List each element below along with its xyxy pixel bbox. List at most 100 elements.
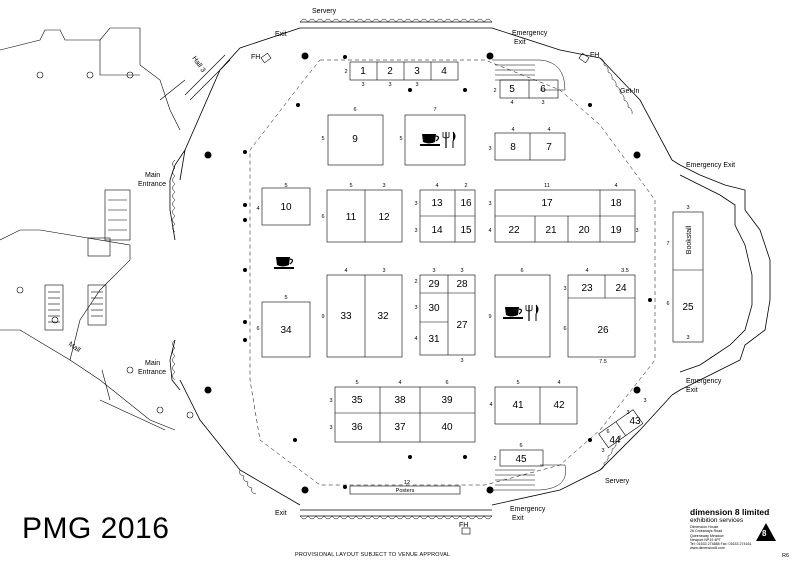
pillar-icon [301,52,309,60]
svg-text:3: 3 [460,358,463,364]
svg-text:3: 3 [414,305,417,311]
svg-text:6: 6 [519,443,522,449]
svg-text:6: 6 [563,326,566,332]
stand-8: 8 [510,142,516,153]
svg-text:4: 4 [488,228,491,234]
main-entrance-lower-label-2: Entrance [138,369,166,376]
stand-3: 3 [414,66,420,77]
svg-text:4: 4 [414,336,417,342]
emergency-exit-lower-label: Emergency [686,378,722,385]
svg-text:3: 3 [488,201,491,207]
stand-11: 11 [346,212,357,223]
svg-text:3.5: 3.5 [621,268,629,274]
svg-text:3: 3 [686,205,689,211]
svg-text:3: 3 [541,100,544,106]
svg-text:3: 3 [460,268,463,274]
company-address-2: 26 Crossways Road [690,529,723,534]
svg-text:3: 3 [414,228,417,234]
revision-label: R6 [782,553,790,559]
svg-text:4: 4 [547,127,550,133]
main-entrance-lower-label: Main [145,360,160,367]
stand-35: 35 [351,395,363,406]
svg-text:5: 5 [399,136,402,142]
svg-text:3: 3 [635,228,638,234]
stand-19: 19 [610,225,622,236]
stand-4: 4 [441,66,447,77]
svg-text:3: 3 [643,398,646,404]
svg-text:6: 6 [321,214,324,220]
svg-text:2: 2 [493,88,496,94]
bookstall-label: Bookstall [686,225,693,254]
fh-top-right-label: FH [590,52,599,59]
pillar-icon [633,151,641,159]
area-labels: Servery Exit Emergency Exit FH FH Get-In… [138,8,735,529]
cup-cutlery-icon [420,131,456,148]
servery-top-label: Servery [312,8,337,15]
posters-label: Posters [396,488,415,494]
emergency-exit-top-label: Emergency [512,30,548,37]
cup-cutlery-icon [503,304,539,321]
svg-text:3: 3 [415,82,418,88]
svg-text:4: 4 [256,206,259,212]
stand-29: 29 [428,279,440,290]
hall-3-label: Hall 3 [190,55,206,74]
stand-31: 31 [428,334,440,345]
roof-edge-detail [172,18,633,520]
emergency-exit-lower-label-2: Exit [686,387,698,394]
company-name: dimension 8 limited [690,507,770,517]
stand-1: 1 [360,66,366,77]
stand-30: 30 [428,303,440,314]
stand-21: 21 [545,225,557,236]
company-address-1: Dimension House [690,525,719,529]
svg-text:4: 4 [585,268,588,274]
pillar-icon [204,386,212,394]
emergency-exit-right-label: Emergency Exit [686,162,735,169]
svg-text:4: 4 [435,183,438,189]
svg-text:3: 3 [432,268,435,274]
stand-12: 12 [378,212,390,223]
emergency-exit-top-label-2: Exit [514,39,526,46]
svg-text:3: 3 [601,448,604,454]
stand-numbers: 1 2 3 4 5 6 7 8 9 10 11 12 13 14 15 16 1… [280,66,694,465]
exit-bottom-left-label: Exit [275,510,287,517]
svg-text:3: 3 [686,335,689,341]
pillar-icon [301,486,309,494]
stand-40: 40 [441,422,453,433]
company-contact: Tel: 01633 274888 Fax: 01633 274161 [690,542,752,547]
emergency-exit-bottom-label: Emergency [510,506,546,513]
svg-text:6: 6 [606,429,609,435]
svg-text:9: 9 [321,314,324,320]
stand-9: 9 [352,134,358,145]
svg-text:11: 11 [544,183,550,189]
svg-text:2: 2 [344,69,347,75]
pillar-icon [204,151,212,159]
svg-text:3: 3 [382,268,385,274]
svg-text:3: 3 [361,82,364,88]
svg-text:5: 5 [284,183,287,189]
stands [261,61,704,495]
svg-text:4: 4 [614,183,617,189]
svg-text:4: 4 [489,402,492,408]
stand-39: 39 [441,395,453,406]
fh-top-left-label: FH [251,54,260,61]
stand-13: 13 [431,198,443,209]
stand-44: 44 [609,435,621,446]
svg-text:2: 2 [464,183,467,189]
stand-24: 24 [615,283,627,294]
svg-text:5: 5 [516,380,519,386]
svg-text:7.5: 7.5 [599,359,607,365]
svg-text:6: 6 [520,268,523,274]
pillar-icon [633,386,641,394]
svg-text:5: 5 [349,183,352,189]
stand-26: 26 [597,325,609,336]
stand-28: 28 [456,279,468,290]
svg-text:4: 4 [511,127,514,133]
approval-notice: PROVISIONAL LAYOUT SUBJECT TO VENUE APPR… [295,552,451,558]
pillar-icon [486,486,494,494]
company-subtitle: exhibition services [690,517,744,524]
main-entrance-upper-label-2: Entrance [138,181,166,188]
hall-walls [169,21,771,517]
svg-text:3: 3 [388,82,391,88]
